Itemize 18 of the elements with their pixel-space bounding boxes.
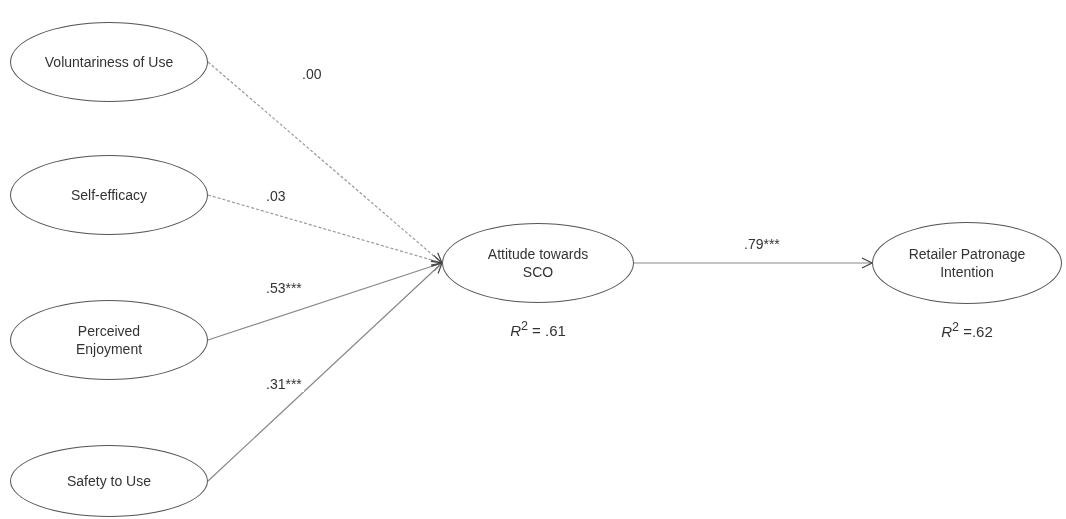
construct-label: Safety to Use	[66, 471, 151, 491]
path-coefficient: .00	[300, 66, 324, 82]
arrow	[207, 194, 443, 266]
path-coefficient: .03	[264, 188, 288, 204]
path-coefficient: .53***	[264, 280, 304, 296]
construct-label: Self-efficacy	[71, 185, 147, 205]
arrow	[633, 257, 873, 269]
r-squared-label: R$^{2}$ = .61	[510, 319, 566, 339]
construct-label: Voluntariness of Use	[44, 52, 174, 72]
r-squared-label: R$^{2}$ =.62	[941, 320, 993, 340]
path-coefficient: .31***	[264, 376, 304, 392]
arrow	[207, 262, 443, 482]
arrow	[207, 260, 443, 341]
construct-label: Perceived Enjoyment	[74, 321, 144, 359]
construct-label: Retailer Patronage Intention	[907, 244, 1027, 282]
arrow	[207, 61, 443, 264]
construct-label: Attitude towards SCO	[486, 244, 590, 282]
path-coefficient: .79***	[742, 236, 782, 252]
